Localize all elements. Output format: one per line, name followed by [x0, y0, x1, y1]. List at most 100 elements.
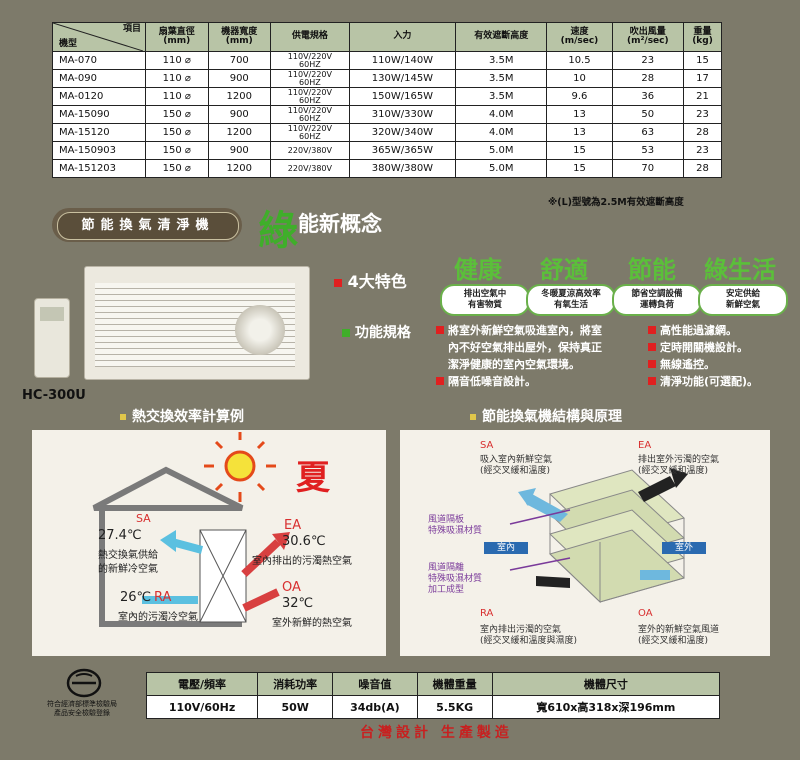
- sa-desc: 熱交換氣供給: [98, 550, 158, 561]
- plate-label: 風道隔板: [428, 515, 465, 525]
- ra-label: RA: [480, 608, 494, 619]
- oa-desc: 室外的新鮮空氣風道: [638, 625, 720, 635]
- table-cell-air: 50: [611, 105, 685, 124]
- made-in-taiwan: 台灣設計 生產製造: [360, 725, 513, 741]
- cert-line: 產品安全檢驗登錄: [54, 709, 110, 717]
- section-bullet-icon: [120, 414, 126, 420]
- spec-line: 定時開關機設計。: [648, 339, 798, 356]
- table-cell-width: 900: [207, 69, 271, 88]
- feature-badge-line: 排出空氣中: [463, 289, 507, 299]
- spec-line-text: 清淨功能(可選配)。: [660, 375, 759, 388]
- title-green-char: 綠: [258, 208, 298, 254]
- bottom-value: 34db(A): [332, 695, 418, 719]
- red-bullet-icon: [436, 377, 444, 385]
- outdoor-tag: 室外: [662, 542, 706, 554]
- table-cell-weight: 28: [683, 159, 722, 178]
- table-cell-power: 110V/220V 60HZ: [270, 87, 350, 106]
- table-cell-weight: 17: [683, 69, 722, 88]
- header-item: 項目: [122, 24, 141, 34]
- table-cell-width: 1200: [207, 123, 271, 142]
- table-cell-power: 110V/220V 60HZ: [270, 105, 350, 124]
- ea-label: EA: [284, 518, 302, 533]
- feature-word: 節能: [628, 256, 676, 284]
- header-col: 入力: [348, 22, 457, 52]
- table-cell-model: MA-150903: [52, 141, 146, 160]
- season-summer: 夏: [296, 458, 330, 498]
- ra-desc: 室內的污濁冷空氣: [118, 612, 198, 623]
- ea-desc: (經交叉緩和溫度): [638, 466, 709, 476]
- table-cell-weight: 23: [683, 105, 722, 124]
- table-cell-height: 5.0M: [455, 141, 548, 160]
- feature-word: 綠生活: [704, 256, 776, 284]
- table-cell-power: 220V/380V: [270, 141, 350, 160]
- table-cell-speed: 15: [546, 159, 613, 178]
- table-cell-height: 4.0M: [455, 105, 548, 124]
- section-heading-text: 熱交換效率計算例: [132, 409, 244, 425]
- red-bullet-icon: [648, 360, 656, 368]
- feature-word: 舒適: [540, 256, 588, 284]
- ra-desc: 室內排出污濁的空氣: [480, 625, 562, 635]
- certification-logo-icon: [66, 668, 102, 698]
- bottom-value: 5.5KG: [416, 695, 493, 719]
- spec-line: 潔淨健康的室內空氣環境。: [448, 358, 580, 371]
- feature-badge: 安定供給 新鮮空氣: [698, 284, 788, 316]
- table-cell-power: 110V/220V 60HZ: [270, 51, 350, 70]
- feature-badge-line: 安定供給: [725, 289, 760, 299]
- feature-badge-line: 運轉負荷: [639, 300, 674, 310]
- table-cell-height: 3.5M: [455, 87, 548, 106]
- table-cell-width: 1200: [207, 159, 271, 178]
- bottom-value: 寬610x高318x深196mm: [491, 695, 721, 719]
- table-cell-dia: 150 ⌀: [145, 105, 209, 124]
- ra-desc: (經交叉緩和溫度與濕度): [480, 636, 578, 646]
- bottom-header: 電壓/頻率: [145, 672, 259, 696]
- product-model: HC-300U: [22, 388, 86, 403]
- bottom-header: 噪音值: [332, 672, 418, 696]
- table-cell-dia: 150 ⌀: [145, 141, 209, 160]
- indoor-tag: 室內: [484, 542, 528, 554]
- header-model: 機型: [59, 38, 78, 49]
- ra-label: RA: [154, 590, 172, 605]
- section-heading-text: 節能換氣機結構與原理: [482, 409, 622, 425]
- spec-line: 將室外新鮮空氣吸進室內，將室: [436, 322, 646, 339]
- table-cell-input: 310W/330W: [348, 105, 457, 124]
- red-bullet-icon: [334, 279, 342, 287]
- header-col: 扇葉直徑 (mm): [145, 22, 209, 52]
- section-heading-heat: 熱交換效率計算例: [120, 406, 244, 426]
- table-cell-speed: 9.6: [546, 87, 613, 106]
- red-bullet-icon: [648, 343, 656, 351]
- table-cell-height: 3.5M: [455, 69, 548, 88]
- table-cell-speed: 15: [546, 141, 613, 160]
- table-cell-width: 1200: [207, 87, 271, 106]
- table-cell-dia: 110 ⌀: [145, 87, 209, 106]
- exchanger-core-diagram: [509, 468, 688, 604]
- feature-badge-line: 有氧生活: [553, 300, 588, 310]
- sa-label: SA: [480, 440, 494, 451]
- header-col: 速度 (m/sec): [546, 22, 613, 52]
- header-col: 有效遮斷高度: [455, 22, 548, 52]
- table-cell-weight: 21: [683, 87, 722, 106]
- table-cell-model: MA-070: [52, 51, 146, 70]
- header-item-model: 項目 機型: [52, 22, 146, 52]
- table-cell-input: 110W/140W: [348, 51, 457, 70]
- feature-badge-line: 冬暖夏涼高效率: [541, 289, 601, 299]
- table-cell-air: 28: [611, 69, 685, 88]
- sun-icon: [204, 432, 276, 502]
- cert-line: 符合經濟部標準檢驗局: [47, 700, 117, 708]
- ra-arrow: [536, 576, 570, 588]
- certification-text: 符合經濟部標準檢驗局 產品安全檢驗登錄: [22, 700, 142, 718]
- remote-screen: [40, 307, 64, 321]
- oa-arrow: [242, 588, 280, 612]
- spec-line: 無線遙控。: [648, 356, 798, 373]
- feature-badge-line: 有害物質: [467, 300, 502, 310]
- house-roof: [92, 466, 244, 511]
- ea-desc: 室內排出的污濁熱空氣: [252, 556, 352, 567]
- red-bullet-icon: [648, 377, 656, 385]
- ea-arrow: [241, 539, 281, 577]
- table-cell-dia: 150 ⌀: [145, 123, 209, 142]
- table-cell-input: 130W/145W: [348, 69, 457, 88]
- func-spec-right: 高性能過濾網。 定時開關機設計。 無線遙控。 清淨功能(可選配)。: [648, 322, 798, 390]
- table-cell-air: 70: [611, 159, 685, 178]
- spec-line: 高性能過濾網。: [648, 322, 798, 339]
- table-cell-speed: 13: [546, 105, 613, 124]
